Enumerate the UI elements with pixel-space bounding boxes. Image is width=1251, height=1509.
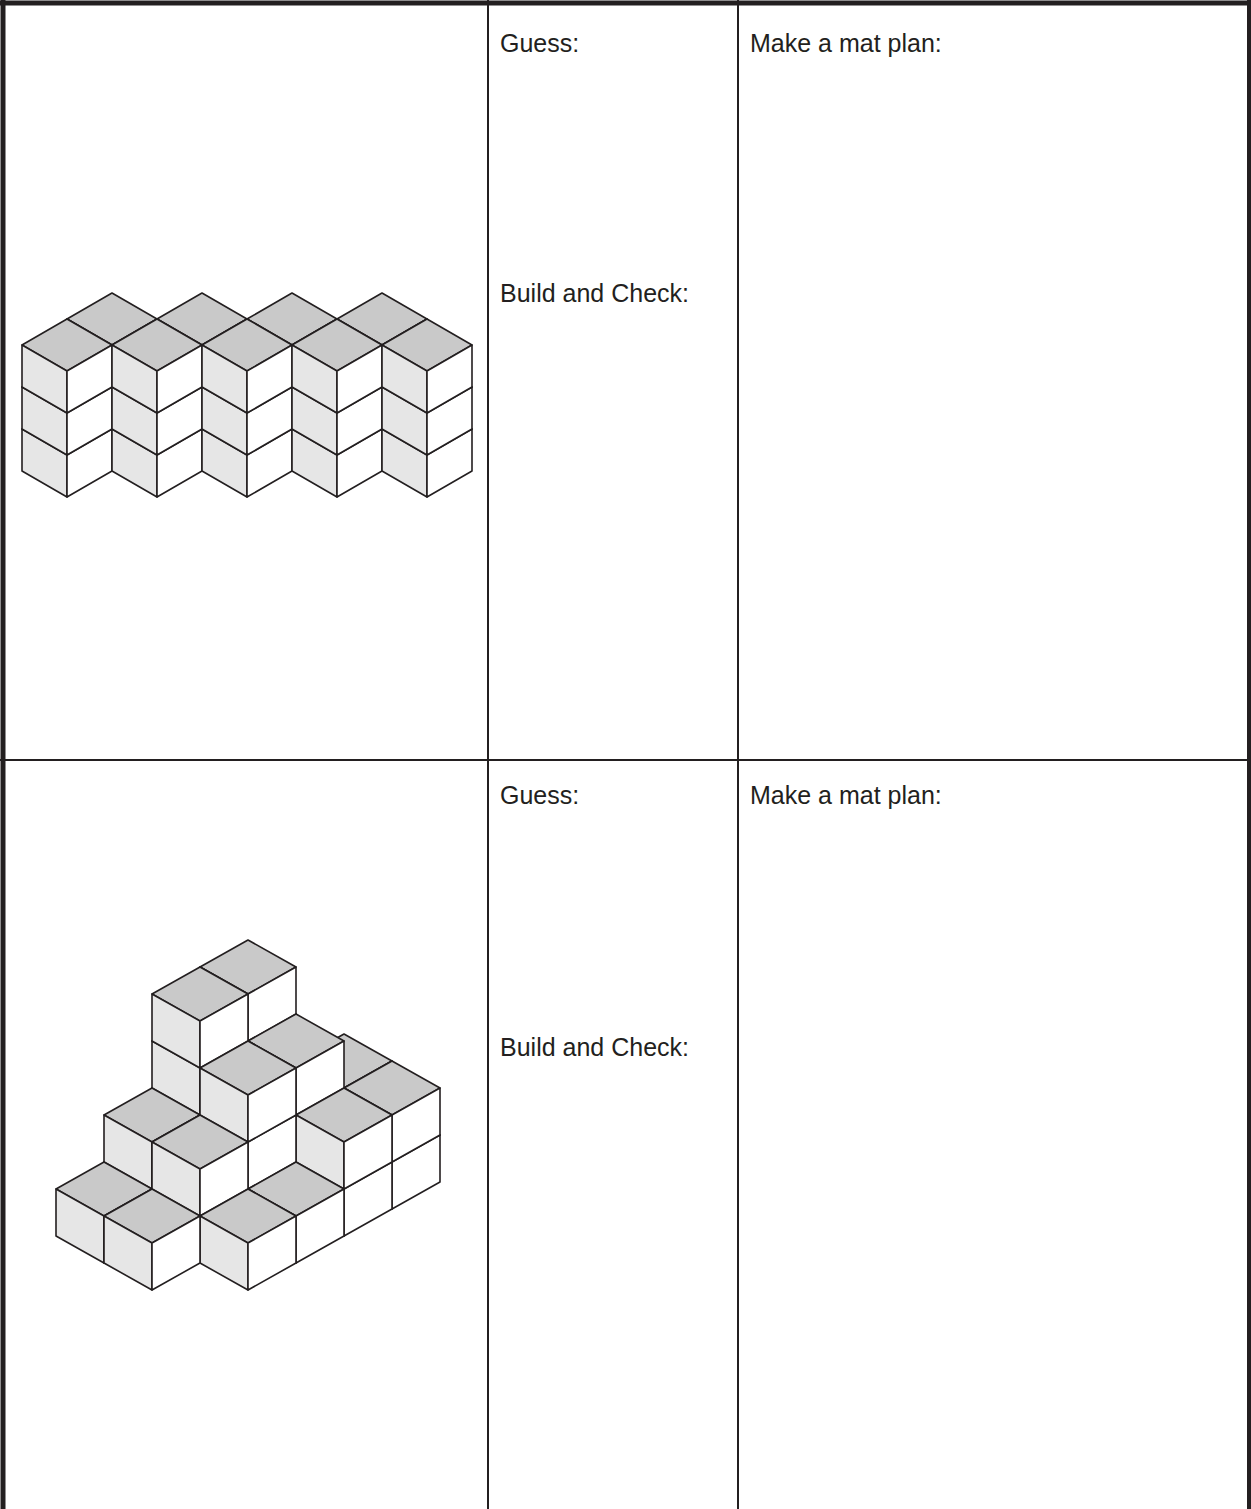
table-cell: Guess: Build and Check: bbox=[490, 6, 736, 758]
cube-building bbox=[22, 293, 472, 497]
table-cell: Guess: Build and Check: bbox=[490, 762, 736, 1509]
prompt-text: Guess: bbox=[500, 28, 579, 58]
prompt-text: Build and Check: bbox=[500, 1032, 689, 1062]
cube-building bbox=[56, 940, 440, 1290]
cube-face bbox=[202, 345, 247, 413]
cube-face bbox=[344, 1115, 392, 1189]
table-cell: Make a mat plan: bbox=[740, 762, 1247, 1509]
prompt-text: Guess: bbox=[500, 780, 579, 810]
cube-face bbox=[337, 345, 382, 413]
cube-face bbox=[67, 345, 112, 413]
table-border bbox=[0, 759, 1251, 761]
cube-face bbox=[152, 1216, 200, 1290]
cube-face bbox=[200, 1216, 248, 1290]
cube-face bbox=[296, 1189, 344, 1263]
prompt-text: Make a mat plan: bbox=[750, 28, 942, 58]
cube-face bbox=[248, 1216, 296, 1290]
table-border bbox=[1, 0, 6, 1509]
cube-face bbox=[22, 345, 67, 413]
cube-face bbox=[382, 345, 427, 413]
cube-face bbox=[248, 1068, 296, 1142]
cube-face bbox=[157, 345, 202, 413]
table-border bbox=[737, 0, 739, 1509]
table-cell: Make a mat plan: bbox=[740, 6, 1247, 758]
cube-face bbox=[292, 345, 337, 413]
table-border bbox=[0, 1, 1251, 6]
cube-face bbox=[392, 1088, 440, 1162]
prompt-text: Build and Check: bbox=[500, 278, 689, 308]
cube-face bbox=[104, 1216, 152, 1290]
cube-face bbox=[152, 994, 200, 1068]
table-border bbox=[1247, 0, 1251, 1509]
table-border bbox=[487, 0, 489, 1509]
prompt-text: Make a mat plan: bbox=[750, 780, 942, 810]
cube-face bbox=[112, 345, 157, 413]
cube-face bbox=[427, 345, 472, 413]
cube-face bbox=[247, 345, 292, 413]
cube-face bbox=[56, 1189, 104, 1263]
